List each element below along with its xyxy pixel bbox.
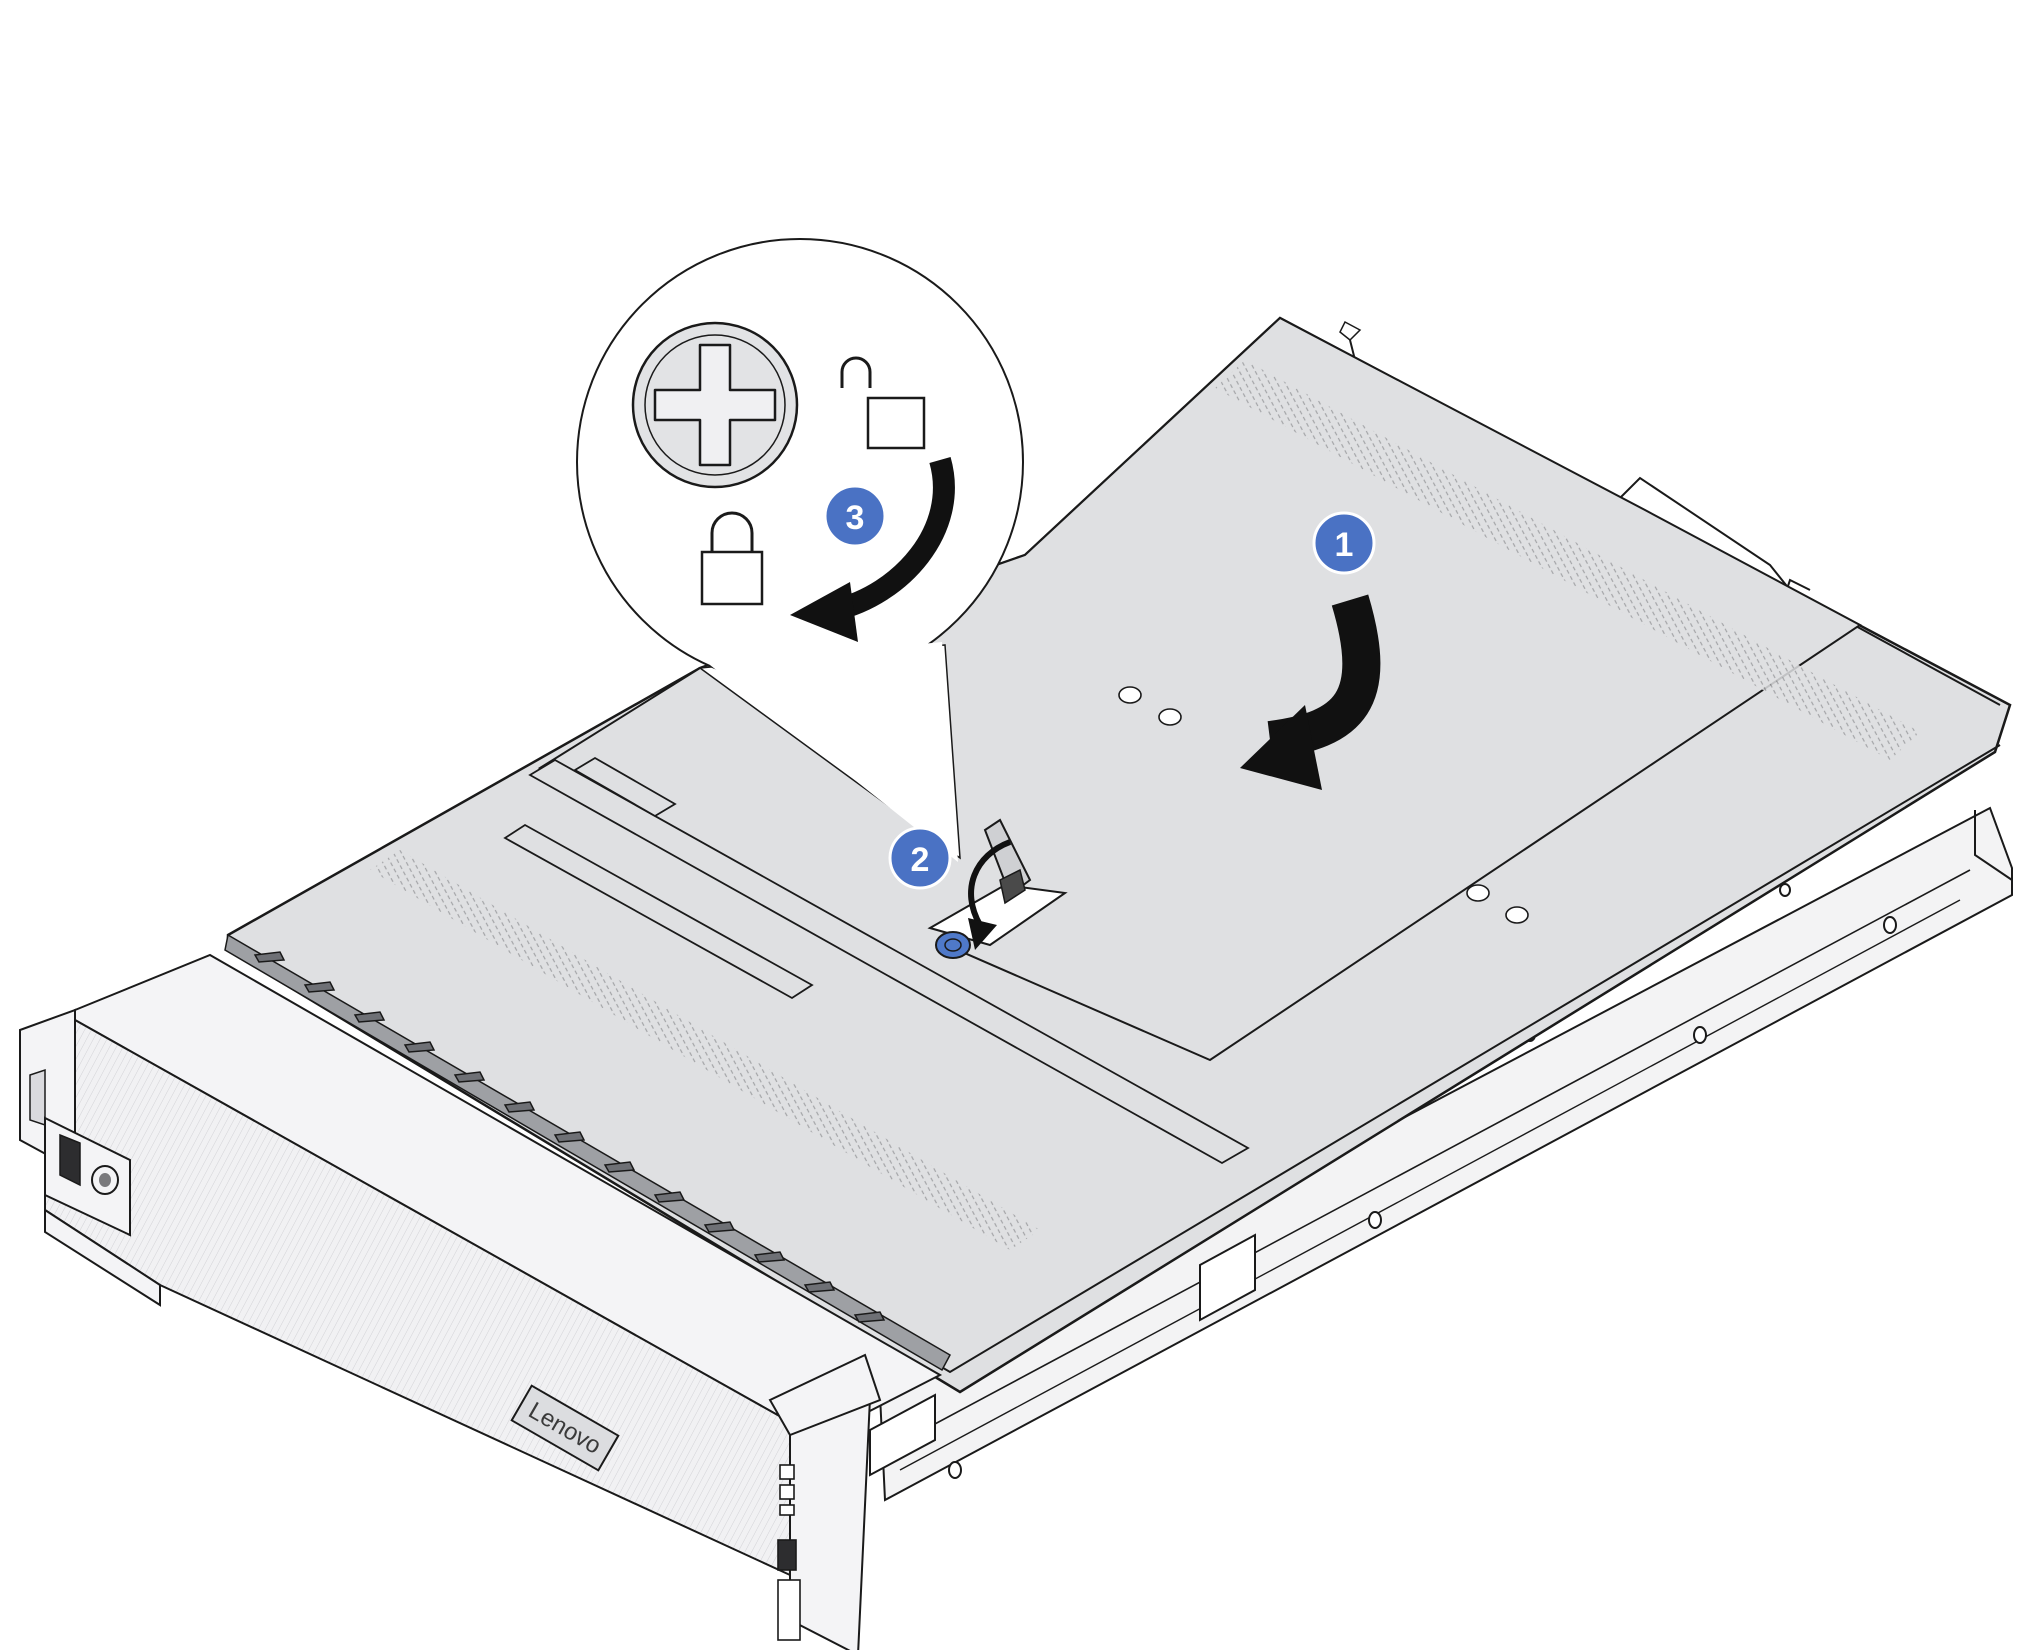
locked-padlock-icon — [700, 511, 764, 606]
drive-cage-rail — [224, 933, 952, 1372]
step-callout-2: 2 — [888, 826, 952, 890]
svg-text:1: 1 — [1335, 526, 1354, 564]
right-rack-ear — [789, 1396, 872, 1650]
svg-text:2: 2 — [911, 841, 930, 879]
cover-release-latch[interactable] — [927, 818, 1068, 959]
latch-close-arrow — [968, 839, 1012, 927]
svg-text:3: 3 — [846, 499, 865, 537]
step-callout-3: 3 — [823, 484, 887, 548]
rotate-lock-arrow — [832, 456, 955, 621]
lock-detail-callout — [576, 238, 1024, 862]
top-cover — [226, 316, 2012, 1394]
front-operator-panel — [777, 1464, 801, 1641]
front-bezel: Lenovo — [19, 953, 943, 1650]
phillips-screw-icon — [631, 321, 799, 489]
slide-cover-arrowhead — [1240, 705, 1322, 790]
cover-screw-holes — [1118, 686, 1529, 924]
step-callout-1: 1 — [1312, 511, 1376, 575]
unlocked-padlock-icon — [840, 356, 926, 450]
latch-lock-button[interactable] — [935, 931, 971, 959]
cover-label-slots — [503, 756, 1250, 1165]
